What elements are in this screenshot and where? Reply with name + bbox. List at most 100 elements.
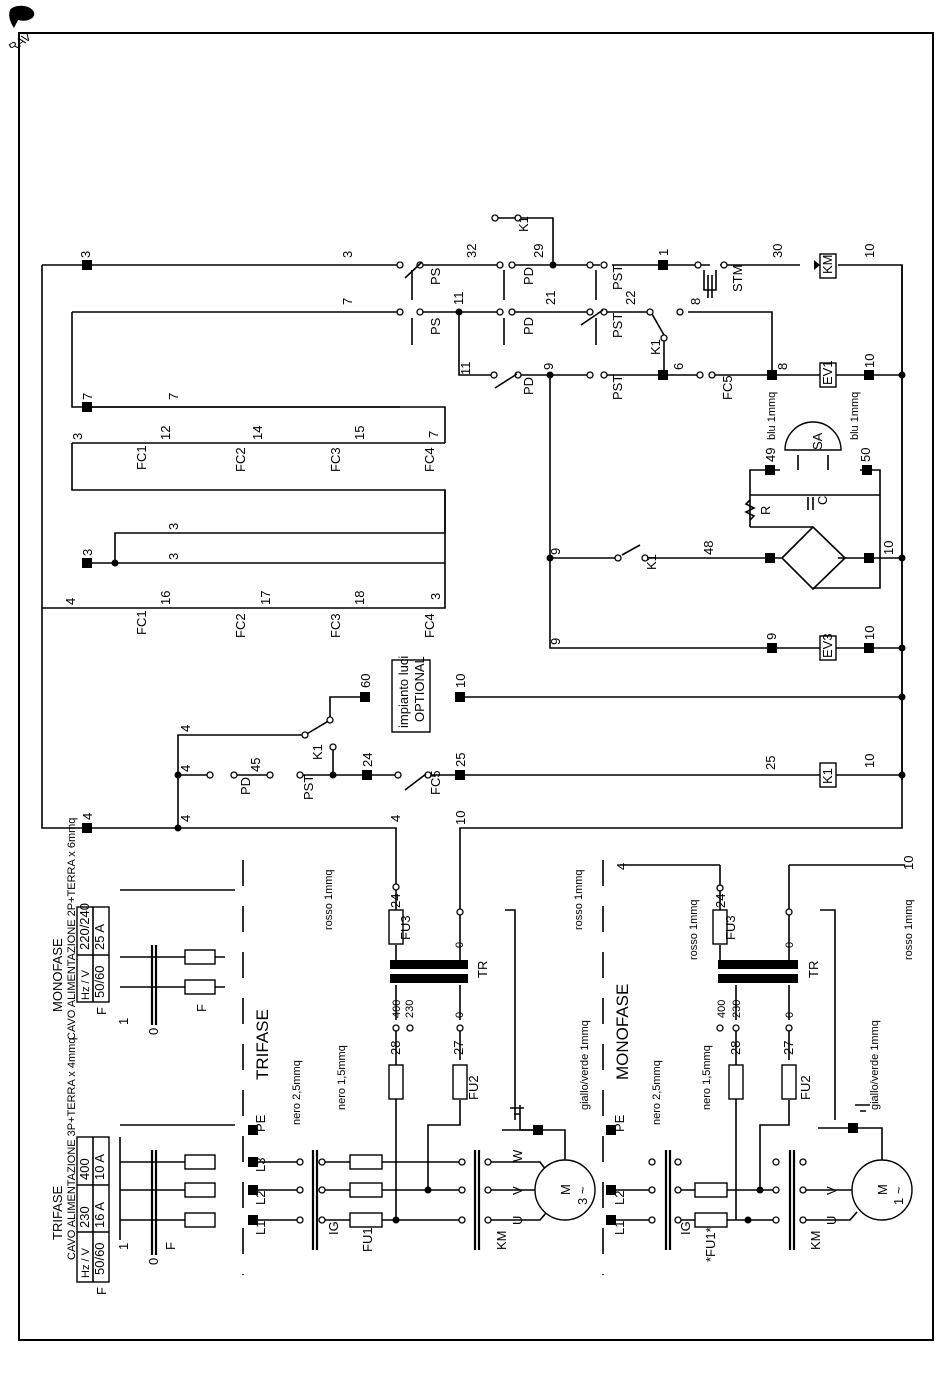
label-motorm-1: 1 ~ <box>891 1186 906 1205</box>
label-ps2: PS <box>428 317 443 335</box>
label-cable-m-rosso2: rosso 1mmq <box>903 899 915 960</box>
label-c-10f: 10 <box>862 754 877 768</box>
label-c-6: 6 <box>671 363 686 370</box>
lights-optional-box <box>391 659 431 733</box>
label-c-10g: 10 <box>453 811 468 825</box>
label-cable-m-nero15: nero 1,5mmq <box>701 1045 713 1110</box>
label-ev1: EV1 <box>820 360 835 385</box>
label-c-4a: 4 <box>63 598 78 605</box>
terminal-3a <box>82 260 92 270</box>
power-trifase <box>242 860 596 1275</box>
label-c-60: 60 <box>358 674 373 688</box>
label-tap-0b: 0 <box>454 942 466 948</box>
label-c-11: 11 <box>451 292 466 306</box>
label-c-8b: 8 <box>775 363 790 370</box>
label-c-3a: 3 <box>78 251 93 258</box>
label-c-4c: 4 <box>178 765 193 772</box>
label-fu2-mono: FU2 <box>798 1075 813 1100</box>
label-tap-230: 230 <box>404 1000 416 1018</box>
limit-switch-row-top <box>71 443 446 563</box>
label-ig-mono: IG <box>678 1221 693 1235</box>
label-term-m-l2: L2 <box>612 1191 627 1205</box>
label-c-21: 21 <box>543 291 558 305</box>
lights-row <box>177 659 906 828</box>
label-blu1: blu 1mmq <box>766 392 778 440</box>
label-w27: 27 <box>451 1041 466 1055</box>
label-c-9d: 9 <box>764 633 779 640</box>
limit-switch-row-middle <box>82 490 446 568</box>
label-ig-tri: IG <box>326 1221 341 1235</box>
label-c-4b: 4 <box>178 725 193 732</box>
label-c-50: 50 <box>858 448 873 462</box>
label-term-m-pe: PE <box>612 1114 627 1132</box>
label-c-24: 24 <box>360 753 375 767</box>
label-km-coil: KM <box>820 255 835 275</box>
label-pd2: PD <box>521 317 536 335</box>
label-c-7d: 7 <box>426 431 441 438</box>
label-table-230: 230 <box>77 1206 92 1228</box>
label-phm-u: U <box>824 1216 839 1225</box>
ev3-row <box>767 635 906 661</box>
label-c-25: 25 <box>453 753 468 767</box>
label-c-4e: 4 <box>178 815 193 822</box>
label-ph-u: U <box>510 1216 525 1225</box>
label-fc2b: FC2 <box>233 613 248 638</box>
label-c-14: 14 <box>250 426 265 440</box>
supply-table-monofase <box>76 889 235 1025</box>
label-wm28: 28 <box>728 1041 743 1055</box>
label-k1d: K1 <box>310 744 325 760</box>
label-lights-l1: impianto luci <box>396 656 411 728</box>
label-motor-m: M <box>558 1184 573 1195</box>
label-tr-mono: TR <box>806 961 821 978</box>
label-section-trifase: TRIFASE <box>253 1009 272 1080</box>
label-fc3a: FC3 <box>328 447 343 472</box>
label-fc2a: FC2 <box>233 447 248 472</box>
label-fc4b: FC4 <box>422 613 437 638</box>
control-circuit <box>41 214 906 910</box>
label-fc1b: FC1 <box>134 610 149 635</box>
terminal-8 <box>767 370 777 380</box>
label-c-48: 48 <box>701 541 716 555</box>
label-tap-0a: 0 <box>454 1012 466 1018</box>
label-term-l2: L2 <box>253 1191 268 1205</box>
limit-switch-row-bottom <box>42 563 446 609</box>
label-c-17: 17 <box>258 591 273 605</box>
label-fc5b: FC5 <box>428 770 443 795</box>
label-c-29: 29 <box>531 244 546 258</box>
terminal-6 <box>658 370 668 380</box>
label-table-10a: 10 A <box>92 1154 107 1180</box>
label-sw-tri-0: 0 <box>146 1258 161 1265</box>
label-table-25a: 25 A <box>92 924 107 950</box>
terminal-1 <box>658 260 668 270</box>
label-c-7c: 7 <box>166 393 181 400</box>
label-sw-tri-1: 1 <box>116 1243 131 1250</box>
control-row-3 <box>490 362 906 649</box>
label-fc4a: FC4 <box>422 447 437 472</box>
label-c-8: 8 <box>688 298 703 305</box>
label-fc3b: FC3 <box>328 613 343 638</box>
label-term-l3: L3 <box>253 1158 268 1172</box>
label-c-25b: 25 <box>763 756 778 770</box>
label-c-1: 1 <box>656 249 671 256</box>
label-ev3: EV3 <box>820 633 835 658</box>
label-stm: STM <box>730 265 745 292</box>
label-fuse-f-trifase: F <box>163 1242 178 1250</box>
label-tap-m-0b: 0 <box>784 942 796 948</box>
label-cable-m-nero25: nero 2,5mmq <box>651 1060 663 1125</box>
label-cable-nero25: nero 2,5mmq <box>291 1060 303 1125</box>
label-c: C <box>815 496 830 505</box>
coil-k1 <box>819 762 837 788</box>
label-pst1: PST <box>610 265 625 290</box>
label-tap-400: 400 <box>391 1000 403 1018</box>
label-table-220: 220/240 <box>77 903 92 950</box>
k1-row <box>82 265 906 910</box>
label-ph-w: W <box>510 1149 525 1162</box>
label-c-10b: 10 <box>862 354 877 368</box>
label-ph-v: V <box>510 1186 525 1195</box>
label-supply-subtitle-monofase: CAVO ALIMENTAZIONE 2P+TERRA x 6mmq <box>66 818 78 1040</box>
label-pd4: PD <box>238 777 253 795</box>
label-cable-gv-mono: giallo/verde 1mmq <box>869 1020 881 1110</box>
label-cable-rosso-2: rosso 1mmq <box>573 869 585 930</box>
